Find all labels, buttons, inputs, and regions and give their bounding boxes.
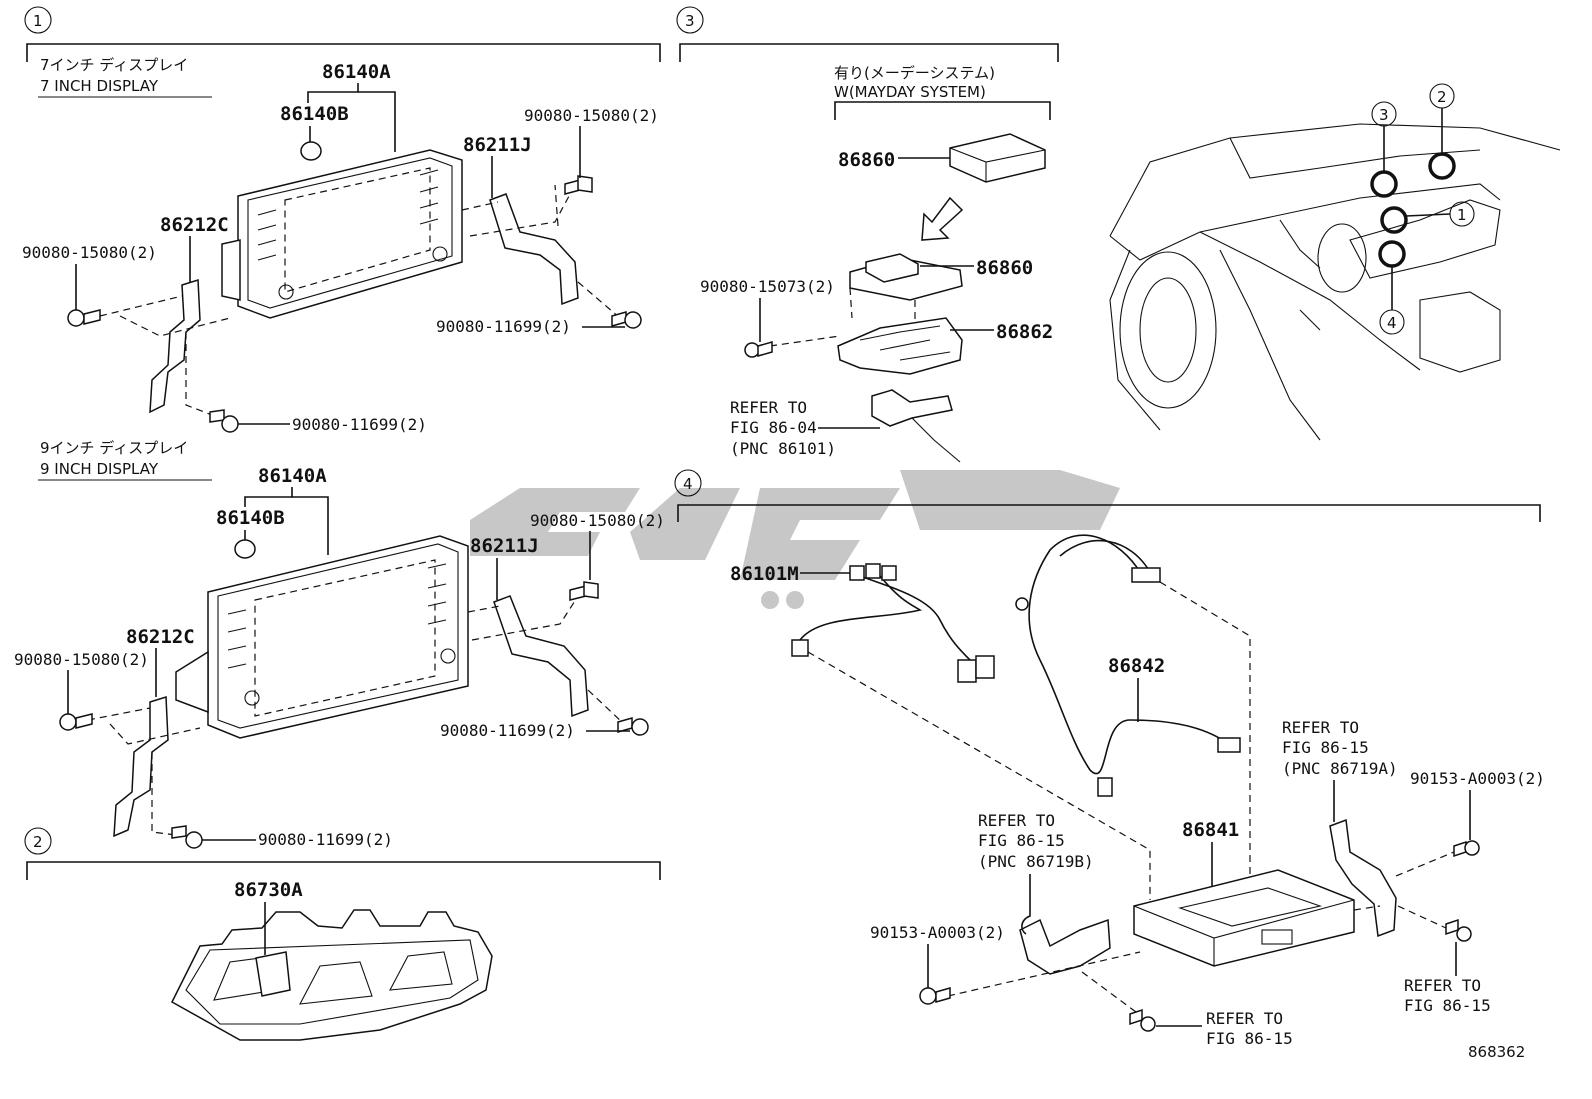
display-7-title-en: 7 INCH DISPLAY (40, 77, 159, 95)
section-2-frame: 2 (24, 827, 661, 880)
label-86730A: 86730A (234, 879, 303, 901)
label-bolt-90080-15073: 90080-15073(2) (700, 277, 835, 296)
display-9-title-jp: 9インチ ディスプレイ (40, 439, 188, 457)
label-refer-86101-3: (PNC 86101) (730, 439, 836, 458)
label-refA-2: FIG 86-15 (1282, 738, 1369, 757)
label-bolt-tr-9: 90080-15080(2) (530, 511, 665, 530)
label-refA-3: (PNC 86719A) (1282, 759, 1398, 778)
display-unit-9 (207, 535, 469, 739)
screw-90080-11699-r-9 (617, 717, 649, 736)
bolt-refer-c (1445, 918, 1472, 942)
ecu-86841 (1133, 869, 1355, 967)
vehicle-locator: 1 2 3 4 (1109, 83, 1561, 441)
label-refC-2: FIG 86-15 (1404, 996, 1491, 1015)
label-refA-1: REFER TO (1282, 718, 1359, 737)
screw-90080-11699-b-9 (171, 825, 203, 849)
label-bolt-tr-7: 90080-15080(2) (524, 106, 659, 125)
label-bolt-l-7: 90080-15080(2) (22, 243, 157, 262)
section-3-number: 3 (685, 12, 695, 30)
arrow-down (921, 196, 964, 241)
label-86140A-9: 86140A (258, 465, 327, 487)
display-unit-7 (237, 149, 463, 319)
bracket-86212C-7 (149, 278, 201, 414)
bolt-90080-15073 (744, 341, 773, 358)
section-2-group: 86730A (171, 879, 493, 1041)
bracket-86719B (1019, 918, 1111, 975)
bolt-90080-15080-tr-7 (564, 175, 593, 195)
mayday-title-jp: 有り(メーデーシステム) (834, 64, 995, 82)
knob-86140B-9 (234, 539, 256, 559)
mayday-title-en: W(MAYDAY SYSTEM) (834, 83, 986, 101)
bracket-86211J-9 (493, 595, 589, 718)
bracket-86719A (1329, 818, 1397, 938)
section-4-group: 86101M 86842 86841 REFER TO (730, 534, 1545, 1048)
label-86140B-7: 86140B (280, 103, 349, 125)
label-86862: 86862 (996, 321, 1053, 343)
knob-86140B-7 (300, 141, 322, 161)
bolt-refer-d (1129, 1008, 1156, 1032)
bracket-86212C-9 (113, 695, 169, 838)
bolt-90080-15080-l-7 (67, 309, 101, 327)
display-9-title-en: 9 INCH DISPLAY (40, 460, 159, 478)
vehicle-callout-3: 3 (1379, 106, 1389, 124)
vehicle-callout-1: 1 (1457, 206, 1467, 224)
label-refB-2: FIG 86-15 (978, 831, 1065, 850)
label-screw-r-7: 90080-11699(2) (436, 317, 571, 336)
label-screw-b-9: 90080-11699(2) (258, 830, 393, 849)
label-86212C-9: 86212C (126, 626, 195, 648)
display-7-inch-group: 7インチ ディスプレイ 7 INCH DISPLAY (22, 56, 659, 434)
section-1-number: 1 (33, 12, 43, 30)
label-86101M: 86101M (730, 563, 799, 585)
bolt-90080-15080-tr-9 (569, 581, 599, 601)
label-refer-86101-1: REFER TO (730, 398, 807, 417)
mayday-module-86860-a (949, 133, 1046, 183)
label-86212C-7: 86212C (160, 214, 229, 236)
label-refB-3: (PNC 86719B) (978, 852, 1094, 871)
bolt-90080-15080-l-9 (59, 713, 93, 731)
label-86860-b: 86860 (976, 257, 1033, 279)
label-refD-2: FIG 86-15 (1206, 1029, 1293, 1048)
mayday-connector (871, 389, 953, 427)
label-refD-1: REFER TO (1206, 1009, 1283, 1028)
section-4-number: 4 (683, 475, 693, 493)
label-86211J-7: 86211J (463, 134, 532, 156)
bolt-90153-l (919, 987, 951, 1005)
label-bolt-l-9: 90080-15080(2) (14, 650, 149, 669)
label-bolt-90153-r: 90153-A0003(2) (1410, 769, 1545, 788)
wire-harness-86842 (1015, 534, 1241, 797)
label-86842: 86842 (1108, 655, 1165, 677)
bolt-90153-r (1453, 840, 1480, 858)
label-refer-86101-2: FIG 86-04 (730, 418, 817, 437)
label-86140B-9: 86140B (216, 507, 285, 529)
vehicle-callout-2: 2 (1437, 88, 1447, 106)
overhead-console-86730A (171, 909, 493, 1041)
diagram-code: 868362 (1468, 1043, 1525, 1061)
label-86841: 86841 (1182, 819, 1239, 841)
bracket-86211J-7 (489, 193, 579, 306)
vehicle-callout-4: 4 (1387, 314, 1397, 332)
label-86211J-9: 86211J (470, 535, 539, 557)
label-refC-1: REFER TO (1404, 976, 1481, 995)
wire-harness-86101M (791, 563, 995, 683)
section-3-frame: 3 (676, 6, 1059, 62)
watermark-logo (470, 470, 1120, 609)
label-86140A-7: 86140A (322, 61, 391, 83)
section-4-frame: 4 (674, 469, 1541, 522)
display-9-inch-group: 9インチ ディスプレイ 9 INCH DISPLAY (14, 439, 665, 849)
display-7-title-jp: 7インチ ディスプレイ (40, 56, 188, 74)
label-refB-1: REFER TO (978, 811, 1055, 830)
label-86860-a: 86860 (838, 149, 895, 171)
screw-90080-11699-b-7 (209, 409, 239, 433)
screw-90080-11699-r-7 (611, 311, 642, 329)
label-bolt-90153-l: 90153-A0003(2) (870, 923, 1005, 942)
mayday-group: 有り(メーデーシステム) W(MAYDAY SYSTEM) 86860 8686… (700, 64, 1053, 463)
section-1-frame: 1 (24, 6, 661, 62)
label-screw-r-9: 90080-11699(2) (440, 721, 575, 740)
label-screw-b-7: 90080-11699(2) (292, 415, 427, 434)
section-2-number: 2 (33, 833, 43, 851)
